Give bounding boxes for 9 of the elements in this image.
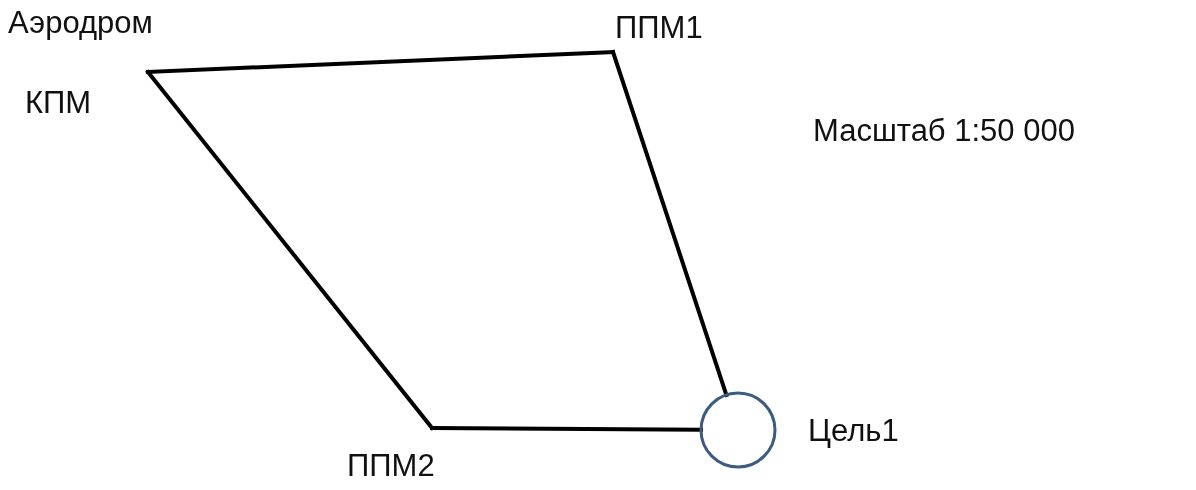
place-label: ППМ1 — [615, 10, 703, 46]
scale-note: Масштаб 1:50 000 — [813, 113, 1075, 149]
target-label: Цель1 — [808, 413, 899, 449]
route-line — [146, 70, 434, 430]
place-label: КПМ — [25, 85, 92, 121]
place-label: Аэродром — [8, 5, 153, 41]
place-label: ППМ2 — [347, 448, 435, 484]
route-line — [611, 50, 729, 397]
route-line — [430, 426, 703, 432]
